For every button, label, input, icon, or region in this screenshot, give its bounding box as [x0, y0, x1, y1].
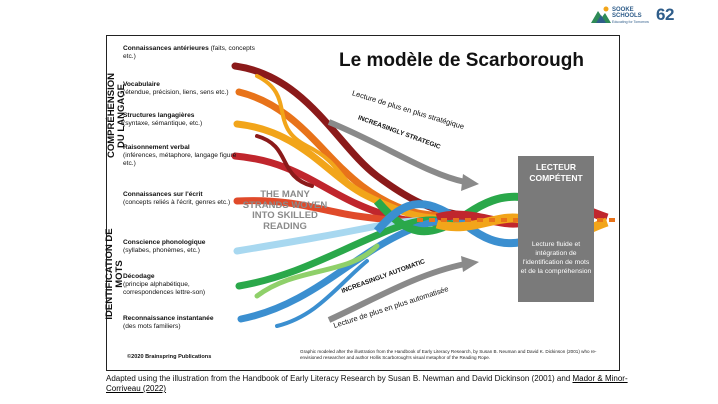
logo-name: SOOKE SCHOOLS: [612, 7, 642, 19]
item-title: Vocabulaire: [123, 81, 160, 88]
skilled-reader-box: LECTEUR COMPÉTENT Lecture fluide et inté…: [518, 156, 594, 302]
arrows: [327, 119, 479, 323]
skilled-reader-title: LECTEUR COMPÉTENT: [529, 162, 583, 183]
item-title: Reconnaissance instantanée: [123, 315, 214, 322]
item-detail: (principe alphabétique, correspondences …: [123, 281, 206, 297]
logo-tagline: Educating for Tomorrow: [612, 20, 649, 24]
item-detail: (syntaxe, sémantique, etc.): [123, 120, 203, 128]
skilled-reader-description: Lecture fluide et intégration de l'ident…: [520, 241, 592, 275]
item-title: Raisonnement verbal: [123, 144, 190, 151]
item-title: Conscience phonologique: [123, 239, 206, 246]
item-detail: (inférences, métaphore, langage figuré e…: [123, 152, 237, 168]
logo-number: 62: [656, 5, 674, 24]
automatic-arrowhead: [461, 256, 479, 272]
item-phonological-awareness: Conscience phonologique(syllabes, phonèm…: [123, 239, 258, 255]
item-verbal-reasoning: Raisonnement verbal(inférences, métaphor…: [123, 144, 241, 169]
item-decoding: Décodage(principe alphabétique, correspo…: [123, 273, 241, 298]
item-vocabulary: Vocabulaire(étendue, précision, liens, s…: [123, 81, 258, 97]
item-title: Décodage: [123, 273, 155, 280]
item-title: Structures langagières: [123, 112, 195, 119]
item-sight-recognition: Reconnaissance instantanée(des mots fami…: [123, 315, 258, 331]
word-identification-label: IDENTIFICATION DE MOTS: [104, 228, 125, 320]
item-detail: (concepts reliés à l'écrit, genres etc.): [123, 199, 231, 207]
diagram-title: Le modèle de Scarborough: [339, 50, 584, 71]
graphic-credit: Graphic modeled after the illustration f…: [300, 349, 597, 360]
item-title: Connaissances sur l'écrit: [123, 191, 203, 198]
sooke-schools-logo: SOOKE SCHOOLS 62 Educating for Tomorrow: [590, 4, 712, 30]
scarborough-diagram: COMPRÉHENSION DU LANGAGE IDENTIFICATION …: [104, 35, 620, 371]
caption-link[interactable]: Mador & Minor-Corriveau (2022): [106, 374, 628, 393]
slide-caption: Adapted using the illustration from the …: [106, 374, 636, 394]
caption-text: Adapted using the illustration from the …: [106, 374, 573, 383]
copyright: ©2020 Brainspring Publications: [127, 354, 212, 360]
item-prior-knowledge: Connaissances antérieures (faits, concep…: [123, 45, 258, 61]
item-language-structures: Structures langagières(syntaxe, sémantiq…: [123, 112, 258, 128]
item-title: Connaissances antérieures: [123, 45, 209, 52]
item-print-knowledge: Connaissances sur l'écrit(concepts relié…: [123, 191, 258, 207]
strategic-arrowhead: [461, 174, 479, 191]
comprehension-strands: [231, 62, 471, 227]
item-detail: (des mots familiers): [123, 323, 181, 331]
mountain-logo-icon: [591, 6, 611, 23]
item-detail: (étendue, précision, liens, sens etc.): [123, 89, 229, 97]
item-detail: (syllabes, phonèmes, etc.): [123, 247, 200, 255]
item-detail: (faits, concepts etc.): [123, 45, 255, 61]
center-text: THE MANY STRANDS WOVEN INTO SKILLED READ…: [242, 189, 328, 232]
